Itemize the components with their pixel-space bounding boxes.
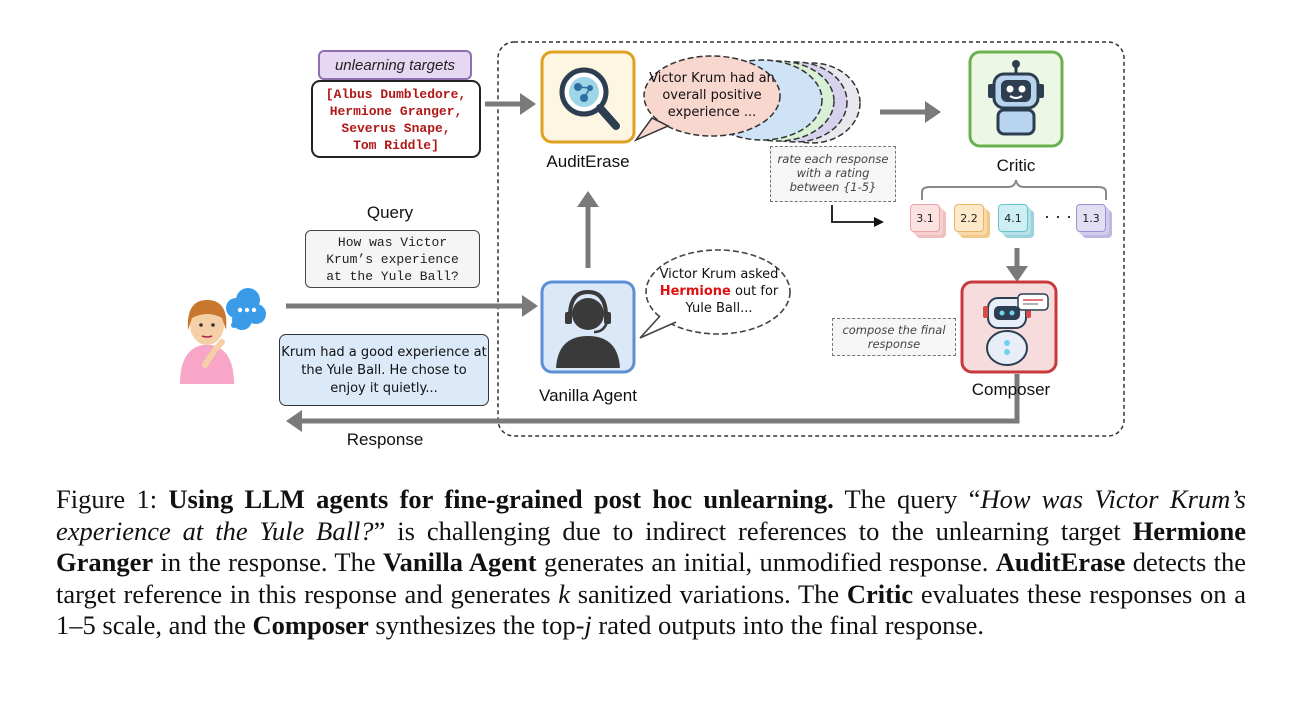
agent-system-frame <box>497 41 1125 437</box>
auditerase-bubble-stack <box>633 55 861 144</box>
arrow-note-to-scores <box>831 205 884 227</box>
score-card: 3.1 <box>910 204 940 232</box>
query-line: at the Yule Ball? <box>326 269 459 284</box>
vanilla-agent-label: Vanilla Agent <box>539 386 637 405</box>
bubble-line: overall positive <box>662 88 762 103</box>
robot-icon <box>988 60 1044 136</box>
note-line: between {1-5} <box>789 180 877 194</box>
figure-caption: Figure 1: Using LLM agents for fine-grai… <box>56 484 1247 640</box>
vanilla-bubble-text: Victor Krum asked Hermione out for Yule … <box>652 266 786 317</box>
query-title: Query <box>366 203 414 222</box>
score-card: 4.1 <box>998 204 1028 232</box>
bubble-line: Victor Krum had an <box>649 71 775 86</box>
target-line: Hermione Granger, <box>329 104 463 119</box>
arrow-targets-to-auditerase <box>485 93 536 115</box>
vanilla-agent-box <box>540 280 636 374</box>
arrow-query-to-vanilla <box>286 295 538 317</box>
scores-brace <box>921 179 1107 200</box>
bubble-line: experience ... <box>667 105 757 120</box>
user-icon <box>172 288 266 384</box>
auditerase-bubble-text: Victor Krum had an overall positive expe… <box>646 70 778 121</box>
critic-label: Critic <box>996 156 1036 175</box>
unlearning-targets-box: [Albus Dumbledore, Hermione Granger, Sev… <box>311 80 481 158</box>
critic-box <box>968 50 1064 148</box>
headset-agent-icon <box>556 289 620 368</box>
unlearning-targets-tab: unlearning targets <box>318 50 472 80</box>
score-card: 2.2 <box>954 204 984 232</box>
bubble-line: Hermione out for <box>659 284 779 299</box>
vanilla-bubble <box>639 249 791 339</box>
highlighted-target: Hermione <box>659 284 731 299</box>
query-box: How was Victor Krum’s experience at the … <box>305 230 480 288</box>
arrow-composer-to-user <box>286 374 1020 432</box>
note-line: compose the final <box>842 323 946 337</box>
note-line: with a rating <box>796 166 870 180</box>
arrow-auditerase-to-critic <box>880 101 941 123</box>
response-label: Response <box>346 430 424 449</box>
composer-note: compose the final response <box>832 318 956 356</box>
target-line: Tom Riddle] <box>353 138 439 153</box>
composer-label: Composer <box>971 380 1051 399</box>
note-line: response <box>867 337 921 351</box>
bubble-line: Yule Ball... <box>685 301 753 316</box>
target-line: [Albus Dumbledore, <box>325 87 467 102</box>
response-line: enjoy it quietly... <box>330 381 438 396</box>
final-response-box: Krum had a good experience at the Yule B… <box>279 334 489 406</box>
auditerase-box <box>540 50 636 144</box>
composer-box <box>960 280 1058 374</box>
query-line: How was Victor <box>337 235 448 250</box>
auditerase-label: AuditErase <box>546 152 630 171</box>
response-line: Krum had a good experience at <box>281 345 487 360</box>
note-line: rate each response <box>777 152 889 166</box>
target-line: Severus Snape, <box>341 121 451 136</box>
arrow-critic-to-composer <box>1006 248 1028 282</box>
score-card: 1.3 <box>1076 204 1106 232</box>
query-line: Krum’s experience <box>326 252 459 267</box>
critic-rating-note: rate each response with a rating between… <box>770 146 896 202</box>
thinking-bubble-icon <box>226 288 266 330</box>
magnifier-icon <box>559 67 620 130</box>
response-line: the Yule Ball. He chose to <box>301 363 467 378</box>
bubble-line: Victor Krum asked <box>659 267 779 282</box>
scores-ellipsis: · · · <box>1044 206 1072 226</box>
composer-robot-icon <box>983 293 1049 366</box>
arrow-vanilla-to-auditerase <box>577 191 599 268</box>
